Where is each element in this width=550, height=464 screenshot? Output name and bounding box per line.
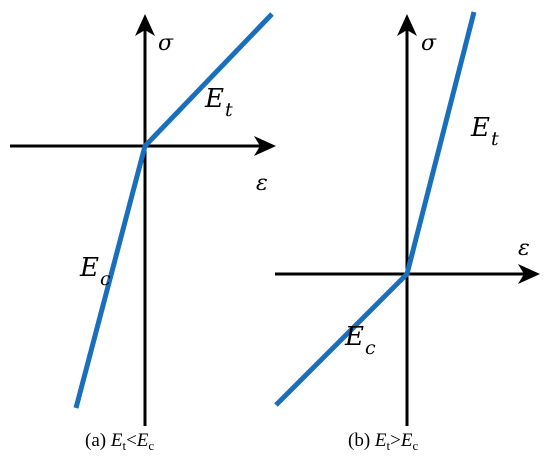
panel-b: σ ε Et Ec [274, 11, 540, 426]
panel-b-stress-axis-arrowhead [397, 14, 417, 36]
panel-a-stress-strain-curve [73, 12, 274, 409]
panel-b-tensile-modulus-label: Et [470, 113, 499, 150]
panel-a: σ ε Et Ec [10, 12, 276, 426]
panel-a-strain-axis-arrowhead [254, 136, 276, 156]
panel-b-stress-symbol: σ [421, 31, 437, 56]
panel-a-strain-symbol: ε [256, 171, 268, 196]
panel-b-caption: (b) Et>Ec [348, 430, 418, 453]
panel-b-compressive-modulus-label: Ec [344, 322, 376, 359]
panel-b-stress-strain-curve [274, 11, 477, 407]
panel-a-stress-symbol: σ [158, 31, 174, 56]
panel-b-strain-symbol: ε [518, 236, 530, 261]
panel-b-strain-axis-arrowhead [518, 264, 540, 284]
panel-a-compressive-modulus-label: Ec [79, 253, 111, 290]
panel-a-stress-axis-arrowhead [135, 14, 155, 36]
panel-a-caption: (a) Et<Ec [85, 430, 154, 453]
panel-a-tensile-modulus-label: Et [204, 84, 233, 121]
